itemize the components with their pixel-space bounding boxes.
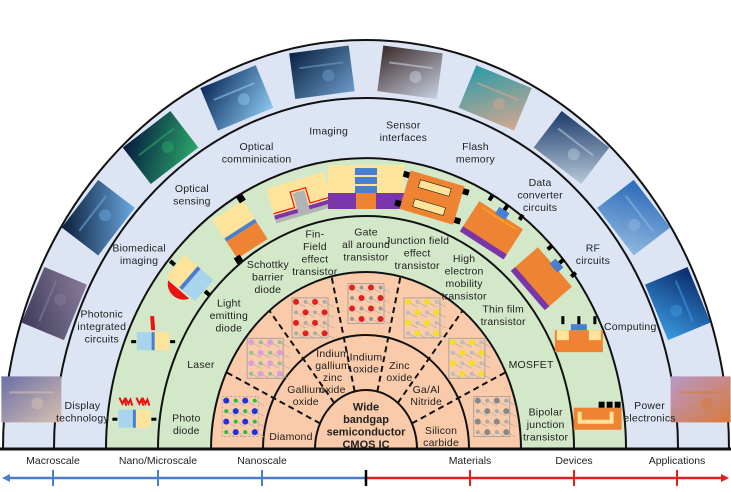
diamond-crystal-structure [221,396,265,438]
device-schematic-6 [394,170,470,225]
device-schematic-8 [510,243,578,311]
sensor-interface-photo [377,45,443,99]
device-schematic-3 [212,193,268,265]
silicon-carbide-crystal-structure [473,396,516,438]
optical-communication-photo [200,65,274,131]
device-schematics [112,165,622,430]
device-schematic-5 [328,165,404,209]
materials-divider [396,310,464,404]
power-electronics-photo [670,376,731,423]
application-label: Imaging [309,126,348,138]
crystal-structures [221,283,516,438]
device-schematic-10 [573,401,622,430]
left-arrow-head-icon [2,474,10,482]
device-label: Laser [187,359,215,371]
materials-divider [225,371,321,425]
imaging-photo [289,45,355,99]
gallium-oxide-crystal-structure [246,337,290,380]
brain-scan-photo [61,179,135,256]
scale-label: Nanoscale [237,455,287,467]
right-arrow-head-icon [721,474,729,482]
device-schematic-1 [131,316,176,351]
device-schematic-7 [459,194,525,260]
igzo-crystal-structure [291,297,335,339]
application-label: Computing [604,321,657,333]
device-label: MOSFET [509,359,554,371]
scale-label: Applications [649,455,706,467]
device-schematic-9 [554,316,603,353]
material-label: Diamond [269,431,312,443]
satellite-photo [533,111,610,185]
indium-oxide-crystal-structure [347,283,391,325]
gan-crystal-structure [448,337,492,380]
device-schematic-4 [266,171,334,224]
rf-antenna-photo [597,179,671,256]
scale-label: Nano/Microscale [119,455,197,467]
application-photos [1,45,731,423]
device-schematic-2 [166,255,214,302]
scale-axis: Macroscale Nano/Microscale Nanoscale Materi… [2,455,729,486]
optical-sensing-photo [122,111,199,185]
materials-divider [268,310,336,404]
segment-dividers [225,276,507,425]
device-schematic-0 [112,397,157,428]
scale-label: Devices [555,455,592,467]
zinc-oxide-crystal-structure [403,297,447,339]
materials-divider [411,371,507,425]
flash-memory-photo [458,65,532,131]
core-ring [313,389,419,450]
computing-circuit-photo [645,267,711,341]
display-technology-photo [1,376,62,423]
scale-label: Macroscale [26,455,80,467]
scale-label: Materials [449,455,492,467]
photonic-circuit-photo [21,267,87,341]
